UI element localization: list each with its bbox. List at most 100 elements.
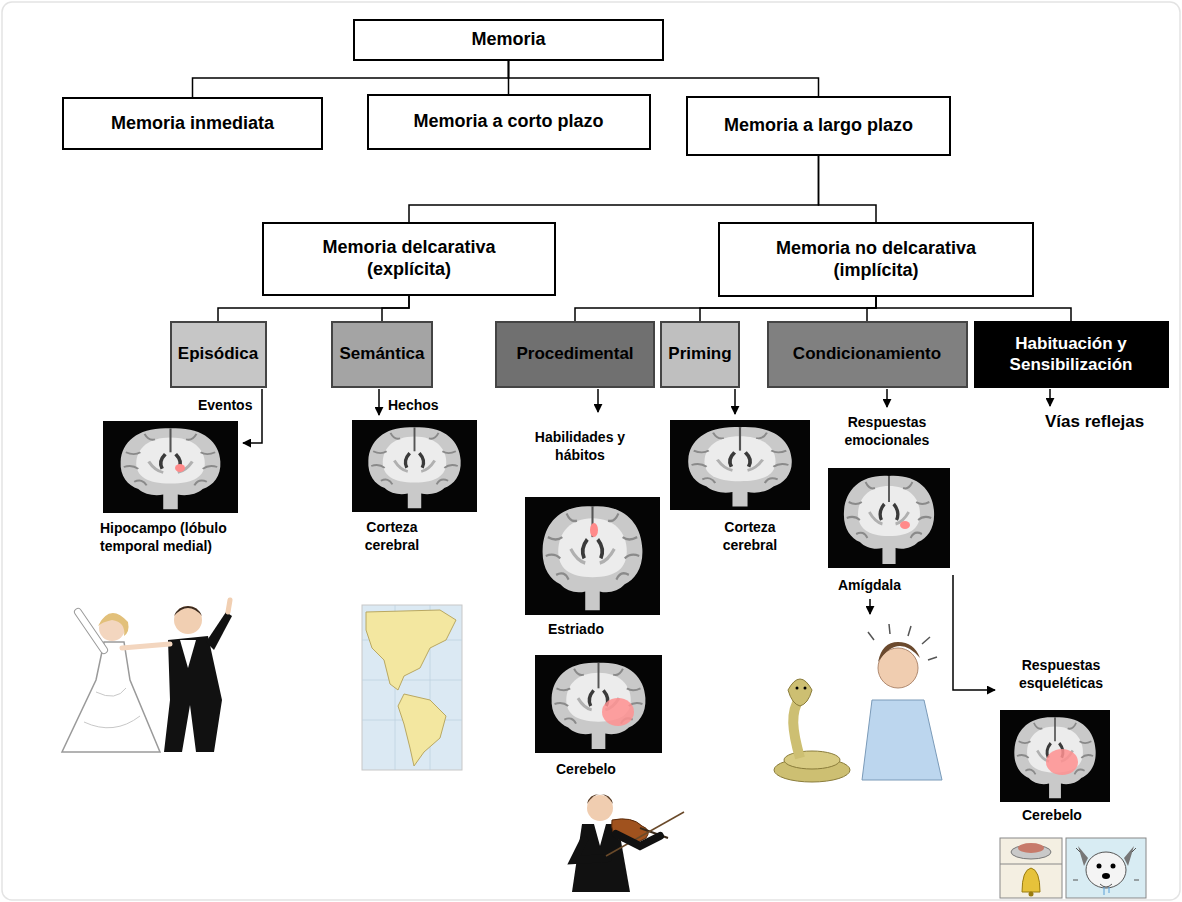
- violinist-picture: [572, 794, 684, 892]
- dancing-couple-picture: [174, 606, 202, 616]
- snake-and-man-picture: [804, 687, 807, 690]
- brain-region-label: Corteza cerebral: [705, 518, 795, 554]
- memory-subtype-box: Episódica: [170, 321, 267, 388]
- memory-content-label: Eventos: [198, 396, 252, 414]
- box-label: Habituación y Sensibilización: [984, 334, 1159, 375]
- tree-connector: [509, 61, 819, 96]
- brain-region-label: Corteza cerebral: [352, 518, 432, 554]
- brain-scan-pictures: [525, 497, 660, 615]
- tree-connector: [193, 61, 509, 97]
- brain-scan-pictures: [175, 464, 185, 472]
- tree-connector: [382, 296, 409, 321]
- food-bell-dog-picture: [1000, 864, 1062, 865]
- violinist-picture: [594, 824, 606, 846]
- tree-connector: [700, 297, 876, 321]
- tree-connector: [819, 156, 877, 222]
- food-bell-dog-picture: [1073, 848, 1139, 880]
- food-bell-dog-picture: [1000, 838, 1062, 898]
- food-bell-dog-picture: [1111, 864, 1116, 869]
- food-bell-dog-picture: [1066, 838, 1146, 898]
- memory-content-label: Respuestas emocionales: [822, 413, 952, 449]
- brain-scan-pictures: [352, 420, 477, 512]
- brain-region-label: Amígdala: [838, 576, 901, 594]
- dancing-couple-picture: [228, 600, 230, 612]
- leader-arrows: [886, 389, 888, 407]
- memory-subtype-box: Semántica: [331, 321, 433, 388]
- box-label: Memoria inmediata: [111, 113, 274, 135]
- leader-arrows: [597, 389, 599, 412]
- snake-and-man-picture: [774, 624, 942, 782]
- leader-arrows: [869, 599, 871, 614]
- brain-scan-pictures: [590, 523, 598, 537]
- connector-group: [193, 61, 1072, 321]
- brain-scan-pictures: [1000, 710, 1110, 802]
- box-label: Procedimental: [516, 344, 633, 364]
- box-label: Memoria: [471, 29, 545, 51]
- brain-region-label: Cerebelo: [1022, 806, 1082, 824]
- map-picture: [362, 605, 462, 770]
- food-bell-dog-picture: [1097, 864, 1102, 869]
- memory-subtype-box: Condicionamiento: [767, 321, 968, 388]
- brain-scan-pictures: [1046, 749, 1078, 775]
- snake-and-man-picture: [862, 700, 942, 780]
- snake-and-man-picture: [784, 751, 840, 769]
- snake-and-man-picture: [878, 642, 920, 662]
- tree-connector: [867, 297, 876, 321]
- leader-arrows: [378, 389, 380, 415]
- violinist-picture: [587, 795, 613, 821]
- food-bell-dog-picture: [1000, 838, 1146, 898]
- snake-and-man-picture: [796, 687, 799, 690]
- box-label: Memoria a corto plazo: [413, 111, 603, 133]
- memory-content-label: Vías reflejas: [1045, 411, 1144, 433]
- brain-region-label: Estriado: [548, 620, 604, 638]
- tree-connector: [575, 297, 876, 321]
- box-label: Condicionamiento: [793, 344, 941, 364]
- brain-scan-pictures: [103, 420, 1110, 802]
- snake-and-man-picture: [788, 679, 812, 706]
- brain-scan-pictures: [602, 698, 634, 726]
- food-bell-dog-picture: [1029, 892, 1034, 897]
- snake-and-man-picture: [793, 698, 800, 758]
- dancing-couple-picture: [62, 642, 160, 752]
- brain-region-label: Hipocampo (lóbulo temporal medial): [100, 519, 242, 555]
- root-box: Memoria: [353, 19, 664, 61]
- food-bell-dog-picture: [1086, 852, 1126, 888]
- map-picture: [398, 694, 446, 766]
- memory-type-box: Memoria a largo plazo: [686, 96, 951, 156]
- memory-subtype-box: Habituación y Sensibilización: [974, 321, 1169, 388]
- food-bell-dog-picture: [1102, 873, 1110, 879]
- box-label: Priming: [668, 344, 731, 364]
- violinist-picture: [606, 812, 684, 856]
- violinist-picture: [616, 834, 660, 846]
- leader-arrows: [1049, 389, 1051, 406]
- brain-region-label: Cerebelo: [556, 760, 616, 778]
- dancing-couple-picture: [174, 606, 202, 634]
- memory-subtype-box: Priming: [660, 321, 740, 388]
- snake-and-man-picture: [868, 624, 937, 660]
- leader-arrows: [734, 389, 736, 414]
- memory-class-box: Memoria delcarativa (explícita): [262, 222, 556, 296]
- food-bell-dog-picture: [1104, 887, 1109, 895]
- memory-content-label: Respuestas esqueléticas: [1000, 656, 1122, 692]
- food-bell-dog-picture: [1018, 843, 1044, 853]
- tree-connector: [409, 156, 819, 222]
- brain-scan-pictures: [670, 420, 810, 510]
- memory-subtype-box: Procedimental: [495, 321, 655, 388]
- map-picture: [362, 605, 462, 770]
- food-bell-dog-picture: [1022, 868, 1040, 892]
- memory-type-box: Memoria a corto plazo: [367, 94, 651, 150]
- dancing-couple-picture: [180, 640, 196, 668]
- box-label: Memoria delcarativa (explícita): [289, 237, 529, 280]
- map-picture: [362, 605, 462, 770]
- box-label: Memoria a largo plazo: [724, 115, 913, 137]
- food-bell-dog-picture: [1100, 884, 1112, 887]
- dancing-couple-picture: [122, 644, 170, 648]
- dancing-couple-picture: [206, 612, 232, 650]
- brain-scan-pictures: [103, 421, 238, 513]
- dancing-couple-picture: [62, 600, 232, 752]
- violinist-picture: [587, 794, 613, 804]
- tree-connector: [218, 296, 409, 321]
- box-label: Episódica: [178, 344, 258, 364]
- brain-scan-pictures: [828, 468, 950, 568]
